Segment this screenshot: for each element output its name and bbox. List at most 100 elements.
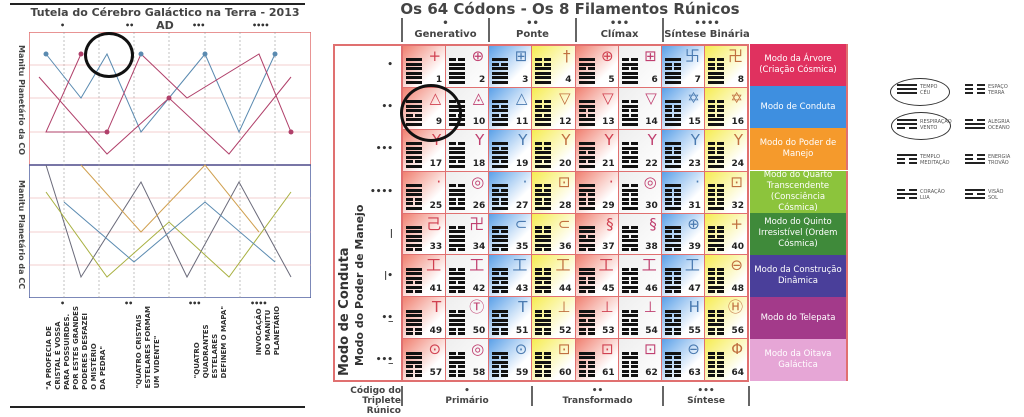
rune-glyph-icon: ⊡ [557,340,571,359]
legend-oval-respiracao [891,112,951,140]
codon-number: 61 [602,368,615,378]
hexagram-icon [664,308,681,336]
codon-number: 15 [688,116,701,127]
codon-number: 39 [688,242,701,253]
rune-glyph-icon: ⊕ [601,47,614,65]
header-label: Ponte [516,29,549,40]
codon-number: 58 [472,368,486,378]
rune-glyph-icon: 卐 [684,47,700,65]
column-header-ponte: ••Ponte [488,18,575,42]
column-header-generativo: •Generativo [401,18,488,42]
codon-number: 6 [651,74,658,85]
codon-number: 20 [558,158,572,169]
hexagram-icon [449,141,466,168]
footer-dots: ••• [697,386,715,396]
rune-glyph-icon: ⊥ [557,298,571,317]
rune-glyph-icon: ✡ [730,88,743,107]
top-rule [10,3,305,5]
hexagram-icon [621,266,638,294]
hexagram-icon [664,350,681,377]
legend-line1: ALEGRIA [988,119,1010,125]
row-code-5: | [389,228,393,239]
rune-glyph-icon: ⊕ [687,214,700,233]
column-dots-3: ••• [192,21,205,30]
rune-glyph-icon: ⊙ [428,340,442,359]
codon-number: 49 [429,326,443,337]
codon-number: 32 [731,200,744,211]
trigram-icon [897,154,917,166]
note-dots-4: •••• [250,299,267,308]
hexagram-icon [535,99,552,126]
codon-cell-35: ⊂35 [489,213,532,255]
codon-cell-3: ⊞3 [489,46,532,87]
highlight-circle-codon-9 [400,84,462,142]
rune-glyph-icon: Φ [731,340,743,359]
note-3: "QUATRO QUADRANTES ESTELARES DEFINEM O M… [193,306,228,379]
codon-number: 43 [515,284,529,295]
codon-cell-25: ·25 [403,171,446,213]
codon-number: 10 [472,116,486,127]
codon-cell-27: · 27 [489,171,532,213]
header-dots: • [442,18,449,29]
note-dots-1: • [60,299,65,308]
hexagram-icon [707,141,724,168]
rune-glyph-icon: · [522,172,528,191]
rune-glyph-icon: ⊡ [730,172,743,191]
rune-glyph-icon: H [688,298,700,317]
codon-number: 53 [602,326,615,337]
codon-number: 30 [645,200,658,211]
rune-glyph-icon: ⊂ [514,214,528,233]
hexagram-icon [406,183,422,210]
hexagram-icon [535,183,552,210]
codon-number: 16 [731,116,744,127]
rune-glyph-icon: ▽ [645,88,657,107]
codon-cell-13: ▽13 [575,87,618,129]
codon-number: 7 [694,74,701,85]
rune-glyph-icon: ◎ [643,172,657,191]
codon-number: 40 [731,242,744,253]
codon-cell-59: ⊙59 [489,339,532,380]
rune-glyph-icon: · [608,172,614,191]
codon-cell-1: +1 [403,46,446,87]
hexagram-icon [406,308,422,336]
legend-line2: OCEANO [988,125,1010,131]
rune-glyph-icon: ▽ [558,88,571,107]
rune-glyph-icon: ⊂ [557,214,571,233]
note-dots-2: •• [124,299,133,308]
rune-glyph-icon: △ [515,88,528,107]
hexagram-icon [535,350,552,377]
left-panel-title: Tutela do Cérebro Galáctico na Terra - 2… [30,6,300,32]
legend-line1: ENERGIA [988,154,1011,160]
hexagram-icon [664,141,681,168]
codon-cell-14: ▽ 14 [618,87,661,129]
codon-number: 14 [645,116,658,127]
rune-glyph-icon: ⊡ [601,340,614,359]
codon-number: 21 [602,158,615,169]
header-dots: ••• [609,18,630,29]
rune-glyph-icon: · [436,172,442,191]
row-labels: Modo de Conduta Modo do Poder de Manejo … [333,44,401,382]
rune-glyph-icon: § [606,214,614,233]
codon-cell-12: ▽12 [532,87,575,129]
rune-glyph-icon: ⊞ [514,47,528,65]
codon-number: 51 [515,326,529,337]
manitu-diagram [29,32,311,298]
legend-line1: VISÃO [988,189,1004,195]
footer-dots: • [464,386,470,396]
rune-glyph-icon: Y [518,130,528,149]
rune-glyph-icon: ◎ [471,340,485,359]
side-label-cc: Manitu Planetário da CC [17,180,26,290]
hexagram-icon [621,57,638,84]
codon-number: 41 [429,284,443,295]
legend-line2: TERRA [988,90,1005,96]
codon-number: 27 [515,200,529,211]
codon-cell-52: ⊥52 [532,297,575,339]
